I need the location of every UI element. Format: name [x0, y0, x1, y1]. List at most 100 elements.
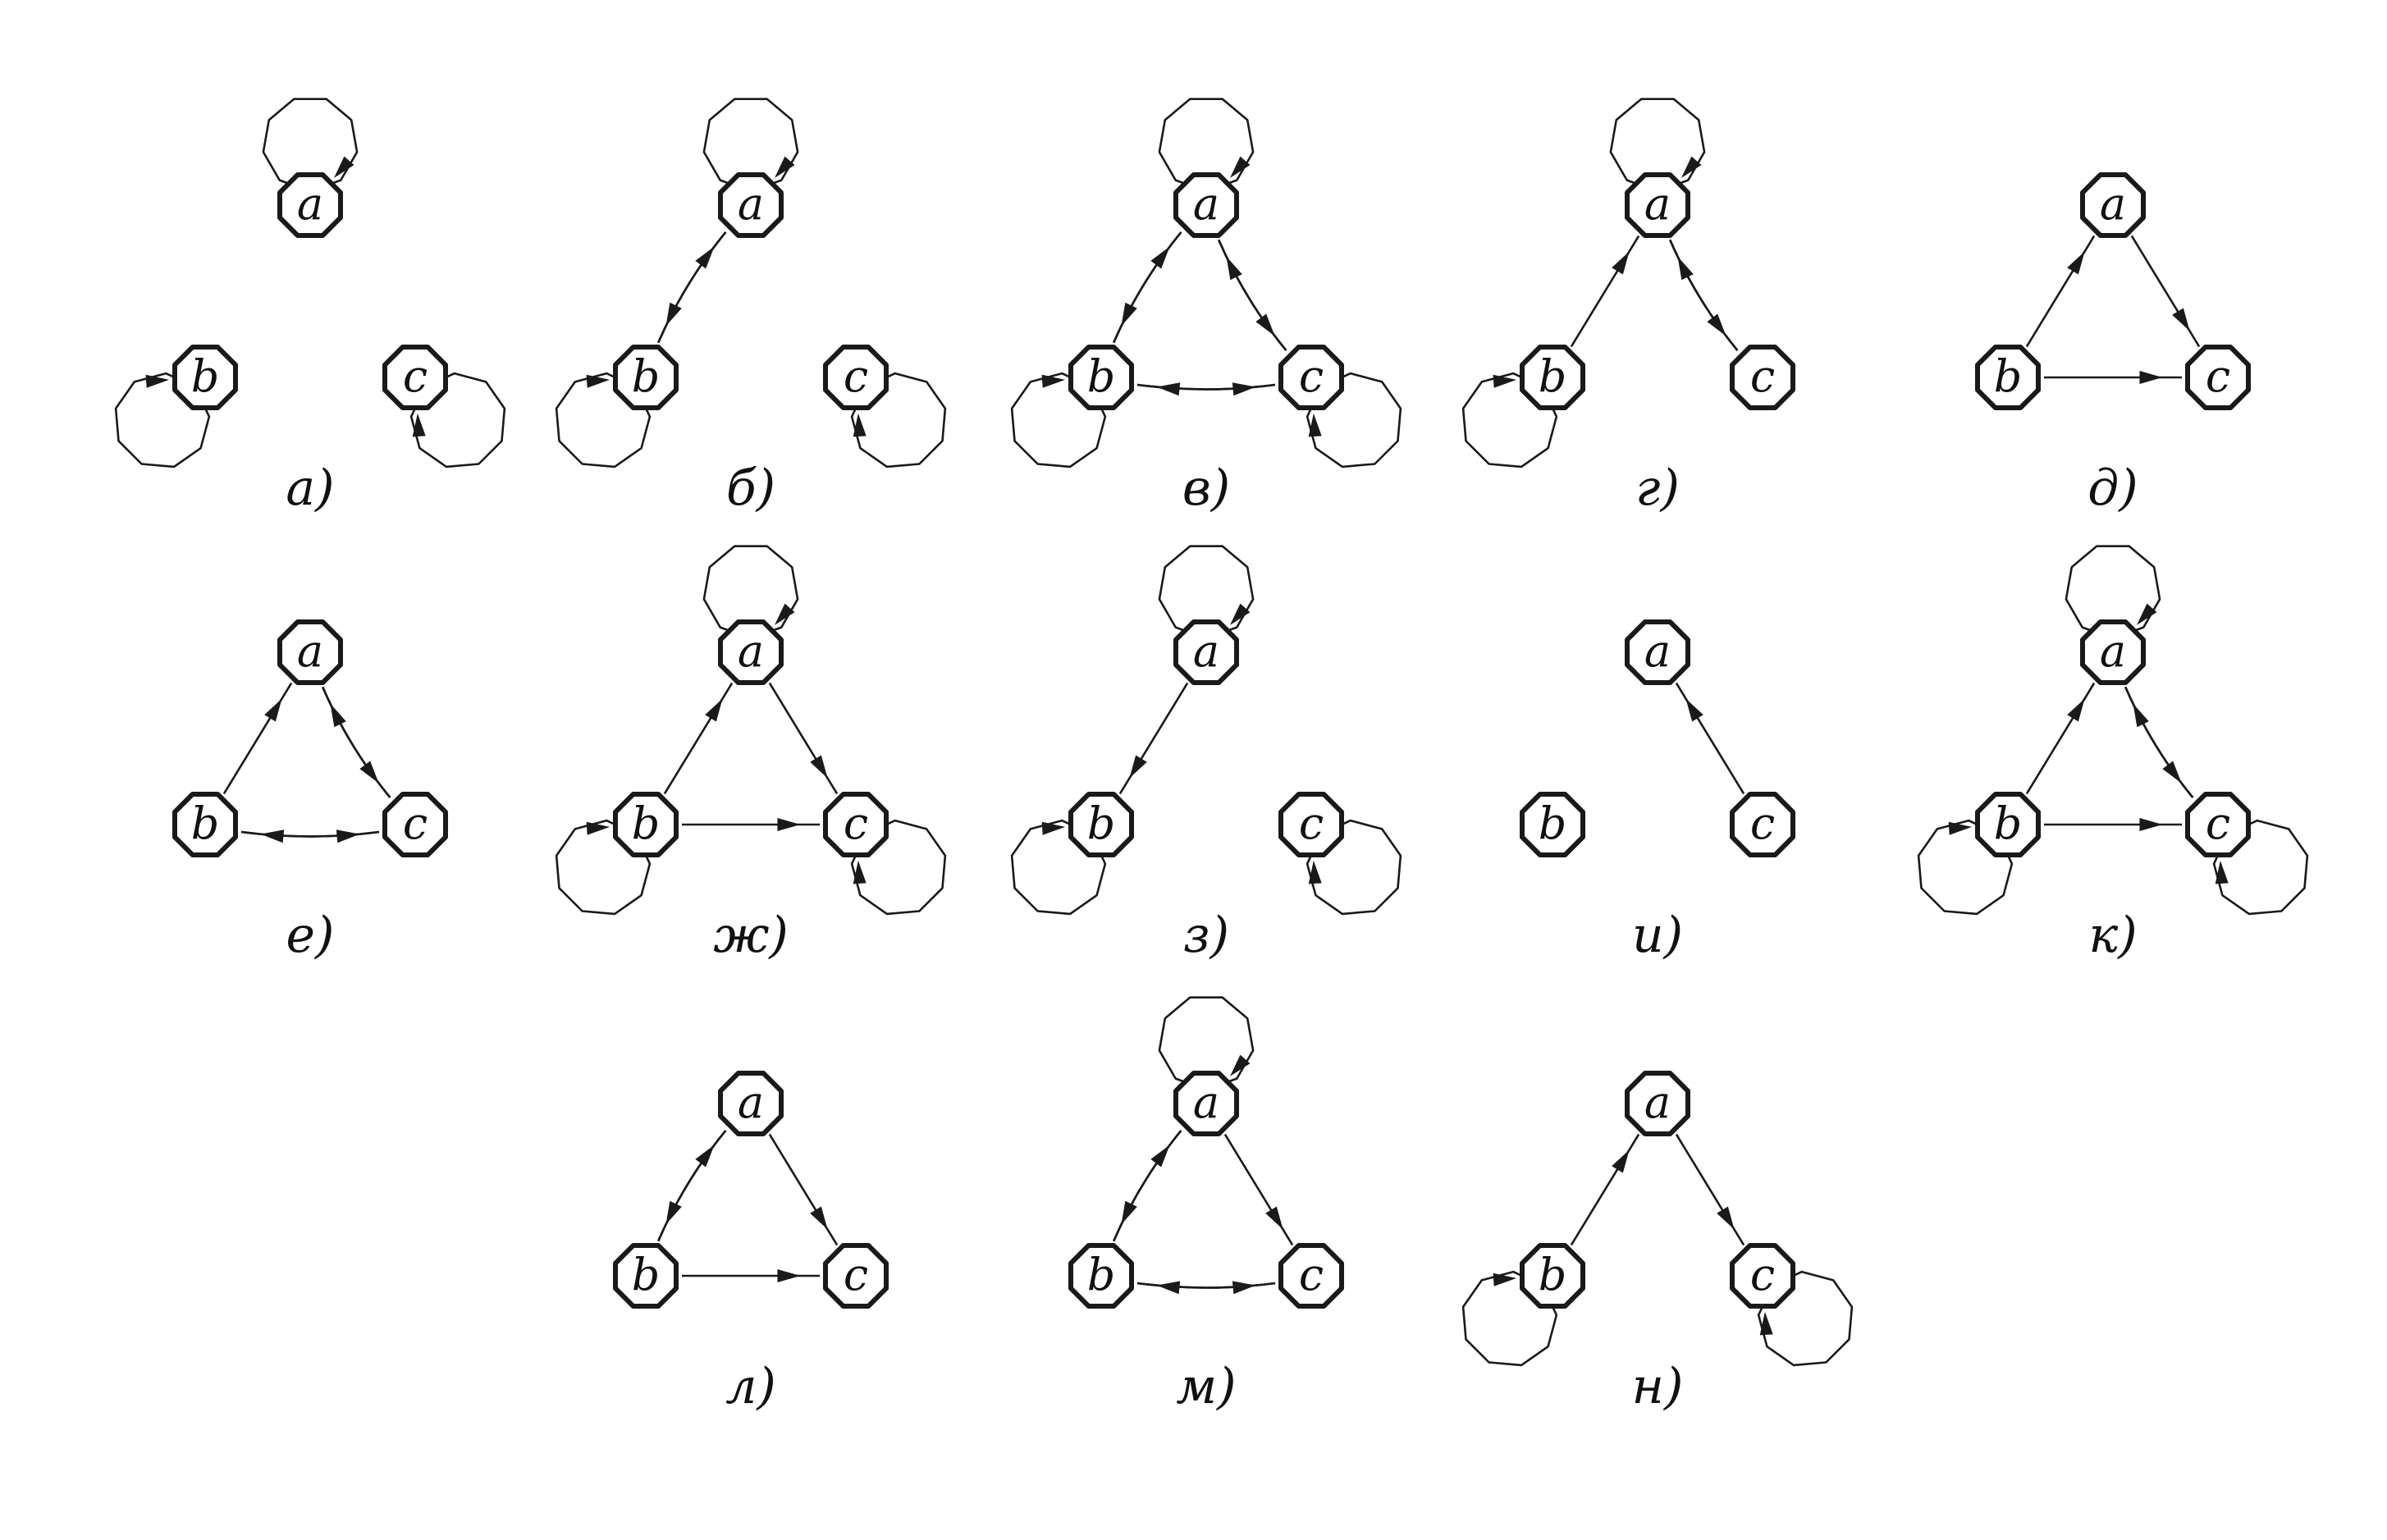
node-octagon-b: [1520, 345, 1585, 410]
edge-a-c: [768, 1133, 839, 1246]
edge-c-b: [1136, 1282, 1276, 1289]
edge-a-b: [657, 1130, 727, 1242]
node-b: b: [172, 792, 238, 857]
node-label-a: a: [297, 625, 323, 677]
node-label-a: a: [738, 178, 764, 230]
node-a: a: [718, 1071, 784, 1136]
node-c: c: [1730, 792, 1795, 857]
panel-caption: з): [1183, 907, 1229, 964]
node-octagon-c: [1730, 792, 1795, 857]
loop-arrowhead-a: [1230, 603, 1251, 625]
node-octagon-b: [172, 792, 238, 857]
loop-arrowhead-a: [1230, 1054, 1251, 1076]
node-octagon-a: [718, 619, 784, 685]
loop-arrowhead-c: [2215, 860, 2229, 884]
loop-arrowhead-b: [1493, 1273, 1517, 1286]
node-octagon-b: [613, 345, 679, 410]
arrowhead-b-a: [2067, 251, 2085, 275]
arrowhead-b-a: [1150, 246, 1170, 269]
loop-arrowhead-a: [1230, 156, 1251, 178]
node-label-a: a: [2100, 178, 2126, 230]
node-label-b: b: [1087, 797, 1116, 849]
loop-arrowhead-c: [853, 860, 867, 884]
arrowhead-b-c: [336, 829, 360, 843]
node-octagon-a: [277, 619, 343, 685]
arrowhead-b-c: [1232, 1281, 1256, 1295]
edge-b-a: [2025, 235, 2096, 348]
node-octagon-b: [1520, 792, 1585, 857]
arrowhead-a-c: [1265, 1206, 1283, 1230]
node-octagon-c: [823, 1243, 889, 1309]
arrowhead-c-b: [260, 829, 285, 843]
loop-arrowhead-a: [775, 156, 795, 178]
edge-c-a: [1675, 682, 1745, 795]
node-octagon-c: [1278, 792, 1344, 857]
node-octagon-b: [613, 1243, 679, 1309]
node-b: b: [613, 345, 679, 410]
loop-arrowhead-b: [145, 374, 170, 388]
arrowhead-a-c: [1717, 1206, 1735, 1230]
edge-a-c: [1675, 1133, 1745, 1246]
node-label-b: b: [632, 797, 661, 849]
node-label-b: b: [1087, 1249, 1116, 1300]
node-c: c: [1278, 1243, 1344, 1309]
edge-a-c: [1223, 1133, 1294, 1246]
edge-a-c: [1669, 239, 1739, 351]
node-octagon-a: [1625, 619, 1690, 685]
edge-c-a: [2124, 686, 2194, 798]
edge-b-a: [1113, 1130, 1182, 1242]
node-octagon-a: [1625, 1071, 1690, 1136]
node-label-c: c: [403, 797, 428, 849]
node-label-c: c: [844, 1249, 868, 1300]
node-label-c: c: [844, 797, 868, 849]
node-label-c: c: [1299, 350, 1324, 402]
node-b: b: [1068, 792, 1134, 857]
panel-caption: ж): [713, 907, 789, 964]
edge-c-b: [240, 830, 380, 838]
edge-b-a: [1113, 231, 1182, 344]
node-b: b: [172, 345, 238, 410]
node-label-c: c: [844, 350, 868, 402]
node-octagon-c: [382, 345, 448, 410]
node-octagon-b: [1068, 792, 1134, 857]
node-label-a: a: [1644, 625, 1671, 677]
node-a: a: [277, 619, 343, 685]
loop-arrowhead-b: [586, 374, 610, 388]
node-c: c: [1730, 1243, 1795, 1309]
node-octagon-c: [1278, 345, 1344, 410]
edge-a-b: [1118, 682, 1189, 795]
panel-caption: г): [1635, 459, 1680, 517]
node-c: c: [1278, 792, 1344, 857]
arrowhead-c-a: [1677, 256, 1694, 281]
edge-a-c: [768, 682, 839, 795]
node-octagon-b: [172, 345, 238, 410]
node-octagon-a: [277, 172, 343, 238]
arrowhead-b-c: [777, 1269, 801, 1282]
node-label-c: c: [1750, 1249, 1775, 1300]
node-octagon-b: [613, 792, 679, 857]
edge-c-a: [322, 686, 391, 798]
node-label-b: b: [1539, 1249, 1567, 1300]
arrowhead-b-c: [777, 818, 801, 831]
node-octagon-a: [2080, 172, 2146, 238]
node-octagon-c: [382, 792, 448, 857]
node-a: a: [1173, 1071, 1239, 1136]
node-label-c: c: [2206, 350, 2230, 402]
node-label-c: c: [2206, 797, 2230, 849]
node-label-a: a: [1193, 178, 1219, 230]
node-label-b: b: [1994, 350, 2023, 402]
node-a: a: [1625, 1071, 1690, 1136]
node-label-b: b: [191, 350, 220, 402]
node-b: b: [613, 792, 679, 857]
edge-b-a: [663, 682, 734, 795]
node-label-b: b: [1539, 350, 1567, 402]
